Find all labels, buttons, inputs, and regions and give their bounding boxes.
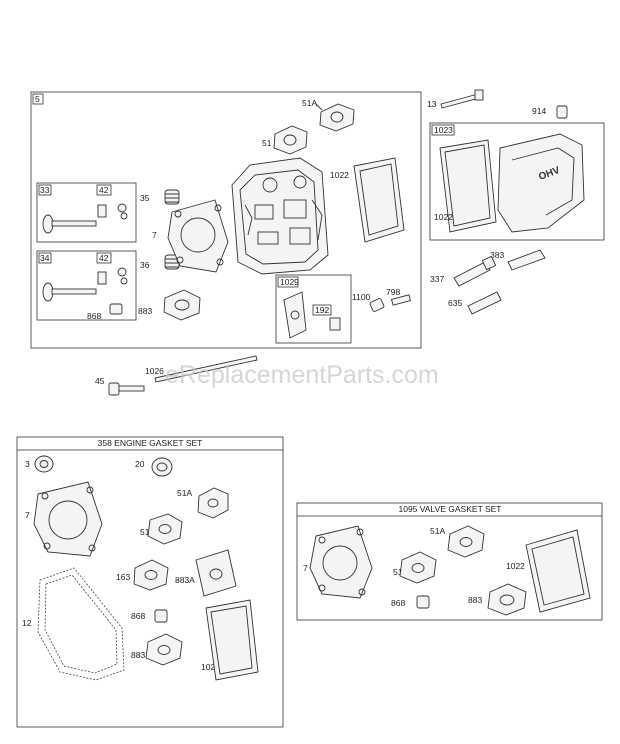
vg-callout-883: 883 bbox=[468, 595, 482, 605]
oil-seal-20 bbox=[151, 457, 173, 477]
eg-gasket-51a bbox=[197, 487, 229, 519]
callout-51: 51 bbox=[262, 138, 272, 148]
vg-gasket-883 bbox=[487, 583, 527, 616]
eg-callout-883a: 883A bbox=[175, 575, 195, 585]
breather-383 bbox=[507, 249, 546, 271]
intake-gasket-883 bbox=[163, 289, 201, 321]
vg-callout-1022: 1022 bbox=[506, 561, 525, 571]
callout-1026: 1026 bbox=[145, 366, 164, 376]
valve-cover-box-1023 bbox=[429, 122, 605, 241]
callout-1022-b: 1022 bbox=[434, 212, 453, 222]
callout-7: 7 bbox=[152, 230, 157, 240]
vg-callout-51a: 51A bbox=[430, 526, 445, 536]
callout-33: 33 bbox=[40, 185, 50, 195]
exhaust-gasket-51a bbox=[319, 103, 355, 132]
eg-callout-163: 163 bbox=[116, 572, 130, 582]
guide-plate-798 bbox=[390, 294, 412, 306]
engine-gasket-set-box bbox=[16, 436, 284, 728]
callout-798: 798 bbox=[386, 287, 400, 297]
callout-34: 34 bbox=[40, 253, 50, 263]
valve-cover-1023: OHV bbox=[497, 133, 585, 233]
valve-seal-868 bbox=[109, 303, 123, 315]
vg-gasket-51a bbox=[447, 525, 485, 558]
vg-head-gasket-7 bbox=[309, 525, 373, 599]
eg-callout-7: 7 bbox=[25, 510, 30, 520]
callout-45: 45 bbox=[95, 376, 105, 386]
cover-gasket-1022 bbox=[439, 139, 497, 233]
screw-914 bbox=[556, 105, 568, 119]
callout-13: 13 bbox=[427, 99, 437, 109]
callout-51a: 51A bbox=[302, 98, 317, 108]
crankcase-gasket-12 bbox=[37, 567, 125, 681]
exhaust-valve bbox=[42, 282, 97, 302]
callout-337: 337 bbox=[430, 274, 444, 284]
eg-callout-51: 51 bbox=[140, 527, 150, 537]
eg-callout-20: 20 bbox=[135, 459, 145, 469]
rocker-arm-box-1029 bbox=[275, 274, 352, 344]
eg-head-gasket-7 bbox=[33, 481, 103, 557]
head-gasket-7 bbox=[167, 199, 229, 273]
eg-callout-12: 12 bbox=[22, 618, 32, 628]
eg-valve-cover-gasket-1022 bbox=[205, 599, 259, 681]
valve-retainer-a bbox=[97, 203, 128, 220]
breather-tube-635 bbox=[467, 291, 502, 315]
intake-valve-box-33 bbox=[36, 182, 137, 243]
eg-callout-3: 3 bbox=[25, 459, 30, 469]
callout-42-a: 42 bbox=[99, 185, 109, 195]
eg-callout-51a: 51A bbox=[177, 488, 192, 498]
valve-gasket-set-title: 1095 VALVE GASKET SET bbox=[399, 504, 502, 514]
vg-seal-868 bbox=[416, 595, 430, 609]
callout-35: 35 bbox=[140, 193, 150, 203]
callout-635: 635 bbox=[448, 298, 462, 308]
vg-valve-cover-gasket-1022 bbox=[525, 529, 591, 613]
eg-callout-1022: 1022 bbox=[201, 662, 220, 672]
eg-seal-868 bbox=[154, 609, 168, 623]
exhaust-valve-box-34 bbox=[36, 250, 137, 321]
bolt-45 bbox=[108, 382, 145, 396]
intake-gasket-51 bbox=[273, 125, 308, 155]
vg-gasket-51 bbox=[399, 551, 437, 584]
callout-192: 192 bbox=[315, 305, 329, 315]
head-bolt-13 bbox=[440, 89, 484, 109]
valve-spring-35 bbox=[164, 189, 180, 205]
callout-5: 5 bbox=[35, 94, 40, 104]
vg-callout-51: 51 bbox=[393, 567, 403, 577]
callout-1022: 1022 bbox=[330, 170, 349, 180]
eg-gasket-51 bbox=[147, 513, 183, 545]
intake-valve bbox=[42, 214, 97, 234]
callout-36: 36 bbox=[140, 260, 150, 270]
watermark: eReplacementParts.com bbox=[165, 361, 439, 389]
oil-seal-3 bbox=[34, 455, 54, 473]
eg-gasket-883a bbox=[195, 549, 237, 597]
rocker-nut-192 bbox=[329, 317, 341, 331]
vg-callout-7: 7 bbox=[303, 563, 308, 573]
cylinder-head-assembly-box bbox=[30, 91, 422, 349]
spark-plug-337 bbox=[453, 255, 497, 287]
valve-retainer-b bbox=[97, 267, 128, 285]
valve-gasket-set-box bbox=[296, 502, 603, 621]
eg-callout-883: 883 bbox=[131, 650, 145, 660]
callout-1029: 1029 bbox=[280, 277, 299, 287]
valve-cover-gasket-1022 bbox=[353, 157, 405, 243]
callout-42-b: 42 bbox=[99, 253, 109, 263]
callout-868: 868 bbox=[87, 311, 101, 321]
callout-box-5 bbox=[32, 93, 44, 105]
rocker-stud-1100 bbox=[369, 298, 385, 312]
eg-gasket-163 bbox=[133, 559, 169, 591]
engine-gasket-set-title: 358 ENGINE GASKET SET bbox=[98, 438, 203, 448]
push-rod-1026 bbox=[154, 355, 258, 383]
callout-1023: 1023 bbox=[434, 125, 453, 135]
callout-914: 914 bbox=[532, 106, 546, 116]
rocker-arm bbox=[283, 291, 307, 339]
vg-callout-868: 868 bbox=[391, 598, 405, 608]
eg-callout-868: 868 bbox=[131, 611, 145, 621]
callout-883: 883 bbox=[138, 306, 152, 316]
callout-1100: 1100 bbox=[352, 292, 371, 302]
eg-gasket-883 bbox=[145, 633, 183, 666]
callout-383: 383 bbox=[490, 250, 504, 260]
cylinder-head bbox=[231, 157, 329, 275]
